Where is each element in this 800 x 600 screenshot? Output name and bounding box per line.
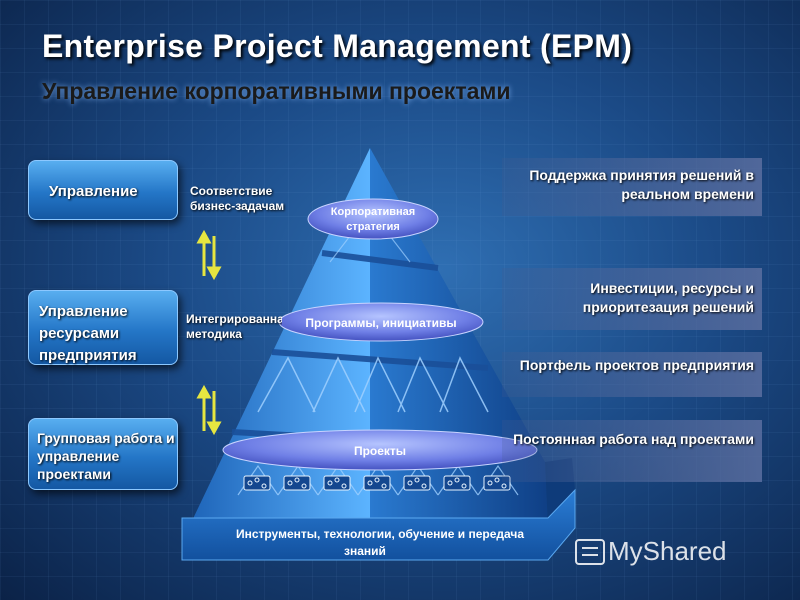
network-icon [323,475,351,491]
svg-text:стратегия: стратегия [346,221,400,233]
page-subtitle: Управление корпоративными проектами [42,78,511,104]
network-icon [243,475,271,491]
up-down-arrows-1 [196,229,222,281]
network-icon [363,475,391,491]
myshared-logo-icon [575,539,605,565]
svg-text:Корпоративная: Корпоративная [331,206,415,218]
network-icon [283,475,311,491]
investment-band: Инвестиции, ресурсы и приоритезация реше… [502,268,762,330]
governance-box: Управление [28,160,178,220]
network-icon [403,475,431,491]
strategy-oval: Корпоративная стратегия [307,198,439,240]
pyramid-base: Инструменты, технологии, обучение и пере… [181,488,576,561]
base-label-line1: Инструменты, технологии, обучение и пере… [236,527,524,541]
portfolio-band: Портфель проектов предприятия [502,352,762,397]
decision-support-band: Поддержка принятия решений в реальном вр… [502,158,762,216]
base-label-line2: знаний [344,544,386,558]
ongoing-work-band: Постоянная работа над проектами [502,420,762,482]
collaboration-projects-box: Групповая работа и управление проектами [28,418,178,490]
projects-oval: Проекты [222,429,538,471]
project-network-icons [243,475,511,491]
program-triangles [257,356,489,413]
svg-text:Программы, инициативы: Программы, инициативы [305,316,456,330]
arrow-up-icon [196,229,212,244]
up-down-arrows-2 [196,384,222,436]
arrow-up-icon [196,384,212,399]
enterprise-resources-box: Управление ресурсами предприятия [28,290,178,365]
alignment-note: Соответствие бизнес-задачам [190,184,285,213]
arrow-down-icon [206,421,222,436]
integrated-note: Интегрированная методика [186,312,282,341]
watermark: MyShared [608,536,727,566]
network-icon [443,475,471,491]
svg-text:Проекты: Проекты [354,444,406,458]
arrow-down-icon [206,266,222,281]
programs-oval: Программы, инициативы [278,302,484,342]
page-title: Enterprise Project Management (EPM) [42,28,633,64]
